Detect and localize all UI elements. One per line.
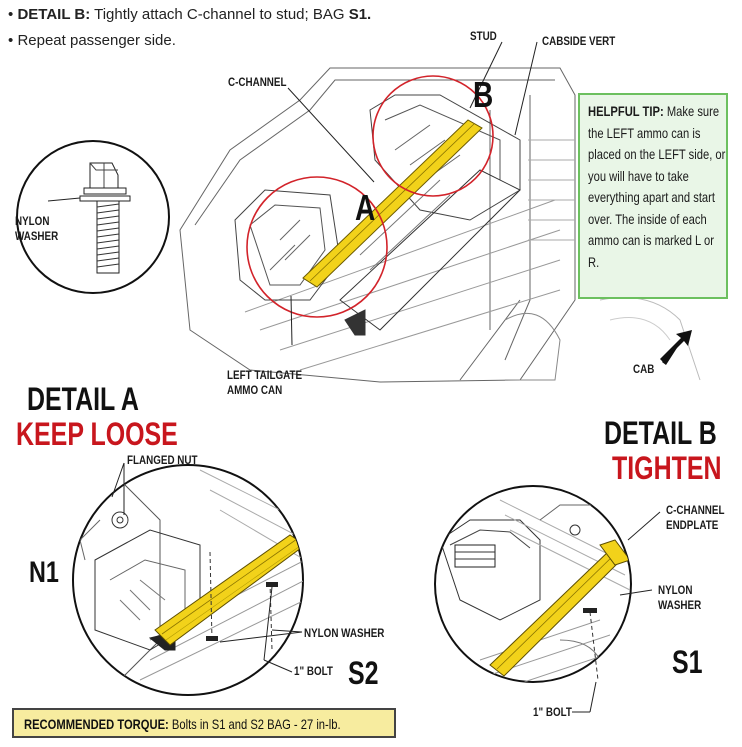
truck-bed-overview	[179, 67, 701, 383]
instruction-2: • Repeat passenger side.	[8, 32, 176, 49]
label-nylon-washer-b: NYLON WASHER	[658, 583, 701, 613]
torque-heading: RECOMMENDED TORQUE:	[24, 716, 169, 732]
label-nylon-washer-a: NYLON WASHER	[304, 626, 385, 640]
label-s1: S1	[672, 644, 703, 680]
marker-b: B	[473, 74, 494, 115]
torque-text: RECOMMENDED TORQUE: Bolts in S1 and S2 B…	[24, 716, 341, 732]
highlight-circles	[246, 75, 494, 318]
label-n1: N1	[29, 556, 59, 589]
bullet: •	[8, 6, 14, 23]
label-nylon-washer-inset: NYLON WASHER	[15, 214, 58, 244]
detail-a-subtitle: KEEP LOOSE	[16, 416, 178, 452]
label-line: NYLON	[15, 214, 50, 228]
instruction-text: Repeat passenger side.	[17, 32, 176, 49]
instruction-bag: S1.	[348, 6, 372, 23]
label-s2: S2	[348, 655, 379, 691]
label-c-channel: C-CHANNEL	[228, 75, 287, 89]
label-line: ENDPLATE	[666, 518, 719, 532]
label-cabside-vert: CABSIDE VERT	[542, 34, 616, 48]
torque-body: Bolts in S1 and S2 BAG - 27 in-lb.	[168, 716, 341, 732]
label-line: LEFT TAILGATE	[227, 368, 303, 382]
marker-a: A	[355, 187, 376, 228]
tip-body: Make sure the LEFT ammo can is placed on…	[588, 103, 726, 270]
tip-heading: HELPFUL TIP:	[588, 103, 664, 119]
bolt-inset	[16, 140, 170, 294]
leader-lines	[287, 41, 538, 346]
label-line: AMMO CAN	[227, 383, 283, 397]
instruction-bold: DETAIL B:	[17, 6, 91, 23]
label-left-tailgate-ammo-can: LEFT TAILGATE AMMO CAN	[227, 368, 302, 398]
label-bolt-a: 1" BOLT	[294, 664, 333, 678]
detail-a-view	[72, 464, 304, 696]
c-channel-overview	[302, 119, 483, 288]
instruction-1: • DETAIL B: Tightly attach C-channel to …	[8, 6, 371, 23]
detail-b-title: DETAIL B	[604, 415, 717, 451]
detail-b-subtitle: TIGHTEN	[612, 450, 722, 486]
label-c-channel-endplate: C-CHANNEL ENDPLATE	[666, 503, 724, 533]
helpful-tip-box: HELPFUL TIP: Make sure the LEFT ammo can…	[578, 93, 728, 299]
label-stud: STUD	[470, 29, 497, 43]
recommended-torque-box: RECOMMENDED TORQUE: Bolts in S1 and S2 B…	[12, 708, 396, 738]
label-line: NYLON	[658, 583, 693, 597]
label-flanged-nut: FLANGED NUT	[127, 453, 198, 467]
detail-b-view	[434, 485, 632, 683]
label-line: WASHER	[15, 229, 59, 243]
label-line: C-CHANNEL	[666, 503, 725, 517]
bullet: •	[8, 32, 14, 49]
instruction-text: Tightly attach C-channel to stud; BAG	[90, 6, 349, 23]
helpful-tip-text: HELPFUL TIP: Make sure the LEFT ammo can…	[588, 101, 728, 273]
label-line: WASHER	[658, 598, 702, 612]
detail-a-title: DETAIL A	[27, 381, 139, 417]
label-bolt-b: 1" BOLT	[533, 705, 572, 719]
label-cab: CAB	[633, 362, 655, 376]
